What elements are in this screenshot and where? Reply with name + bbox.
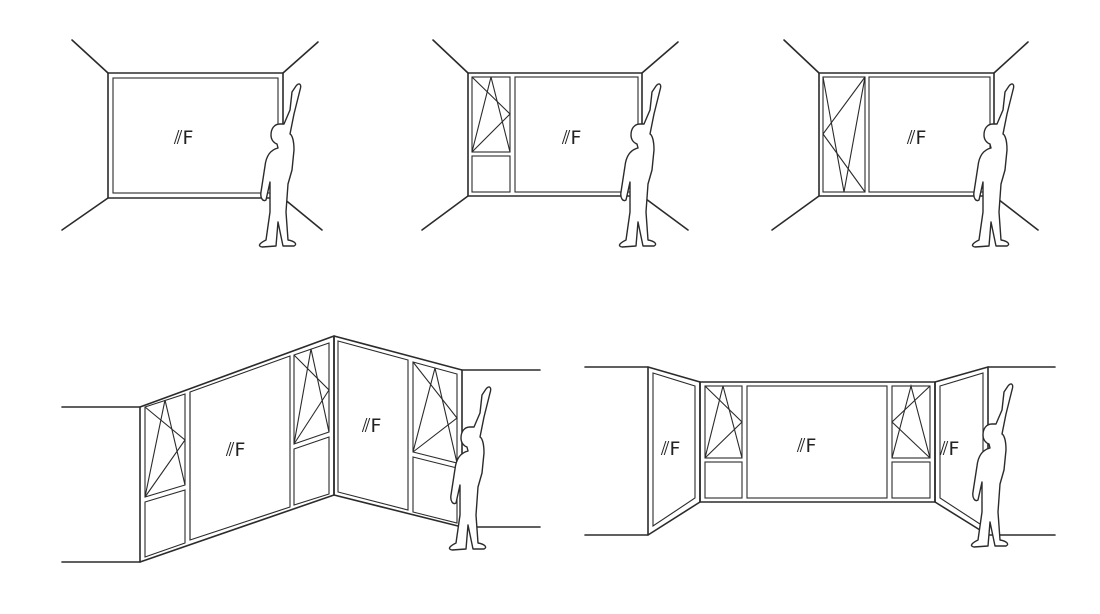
panel-5-bay-window: ⫽F ⫽F ⫽F xyxy=(584,366,1056,548)
person-icon xyxy=(618,83,662,248)
fixed-label: ⫽F xyxy=(796,435,816,457)
person-icon xyxy=(971,83,1015,248)
fixed-label: ⫽F xyxy=(225,439,245,461)
panel-1-fixed-window: ⫽F xyxy=(61,39,323,248)
fixed-label: ⫽F xyxy=(361,415,381,437)
fixed-label: ⫽F xyxy=(906,127,926,149)
fixed-label: ⫽F xyxy=(173,127,193,149)
fixed-label: ⫽F xyxy=(561,127,581,149)
panel-2-casement-fixed: ⫽F xyxy=(421,39,689,248)
panel-3-casement-fixed: ⫽F xyxy=(771,39,1039,248)
person-icon xyxy=(258,83,302,248)
fixed-label: ⫽F xyxy=(660,438,680,460)
panel-4-corner-window: ⫽F ⫽F xyxy=(61,335,541,563)
fixed-label: ⫽F xyxy=(939,438,959,460)
